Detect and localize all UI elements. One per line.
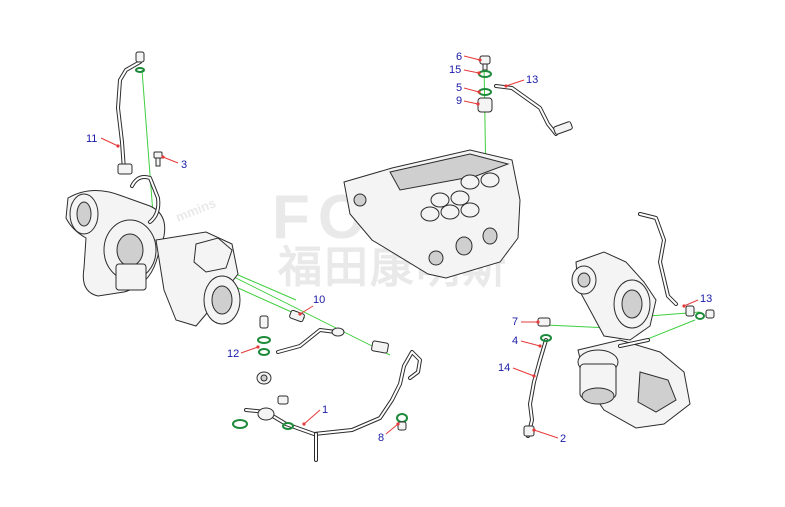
callout-13-top: 13 — [504, 74, 538, 88]
callout-label: 11 — [86, 133, 97, 145]
injector-fitting-stack — [477, 55, 573, 136]
filter-housing — [577, 338, 691, 429]
callout-3: 3 — [161, 155, 187, 171]
callout-11: 11 — [86, 133, 120, 148]
callout-label: 1 — [322, 404, 328, 416]
egr-valve-assembly — [571, 212, 715, 341]
part-10-fitting — [276, 309, 345, 354]
callout-label: 12 — [227, 348, 239, 360]
part-1-drain-tube — [232, 340, 422, 462]
callout-label: 8 — [378, 432, 384, 444]
part-8-fitting — [396, 413, 408, 431]
callout-13-right: 13 — [682, 293, 712, 308]
callout-label: 9 — [456, 95, 462, 107]
callout-5: 5 — [456, 82, 481, 94]
callout-label: 7 — [512, 316, 518, 328]
callout-7: 7 — [512, 316, 540, 328]
callout-label: 2 — [560, 433, 566, 445]
callout-4: 4 — [512, 335, 542, 348]
callout-12: 12 — [227, 345, 260, 360]
callout-label: 13 — [526, 74, 538, 86]
part-12-washer-stack — [256, 315, 272, 385]
callout-15: 15 — [449, 64, 481, 76]
callout-1: 1 — [302, 404, 328, 426]
callout-label: 3 — [181, 159, 187, 171]
callout-8: 8 — [378, 422, 400, 444]
part-14-tube — [523, 317, 552, 438]
callout-label: 10 — [313, 294, 325, 306]
callout-label: 5 — [456, 82, 462, 94]
cylinder-head — [343, 149, 521, 279]
callout-label: 15 — [449, 64, 461, 76]
callout-label: 14 — [498, 362, 510, 374]
callout-9: 9 — [456, 95, 480, 107]
turbocharger-assembly — [65, 175, 241, 327]
callout-label: 13 — [700, 293, 712, 305]
callout-label: 4 — [512, 335, 518, 347]
callout-label: 6 — [456, 51, 462, 63]
callout-2: 2 — [532, 428, 566, 445]
callout-14: 14 — [498, 362, 536, 378]
part-3-bolt — [153, 151, 163, 167]
callouts: 11 3 10 12 1 8 6 — [86, 51, 712, 445]
callout-6: 6 — [456, 51, 482, 63]
callout-10: 10 — [298, 294, 325, 316]
part-11-oil-tube — [116, 51, 145, 175]
watermark-small: mmins — [174, 195, 218, 225]
